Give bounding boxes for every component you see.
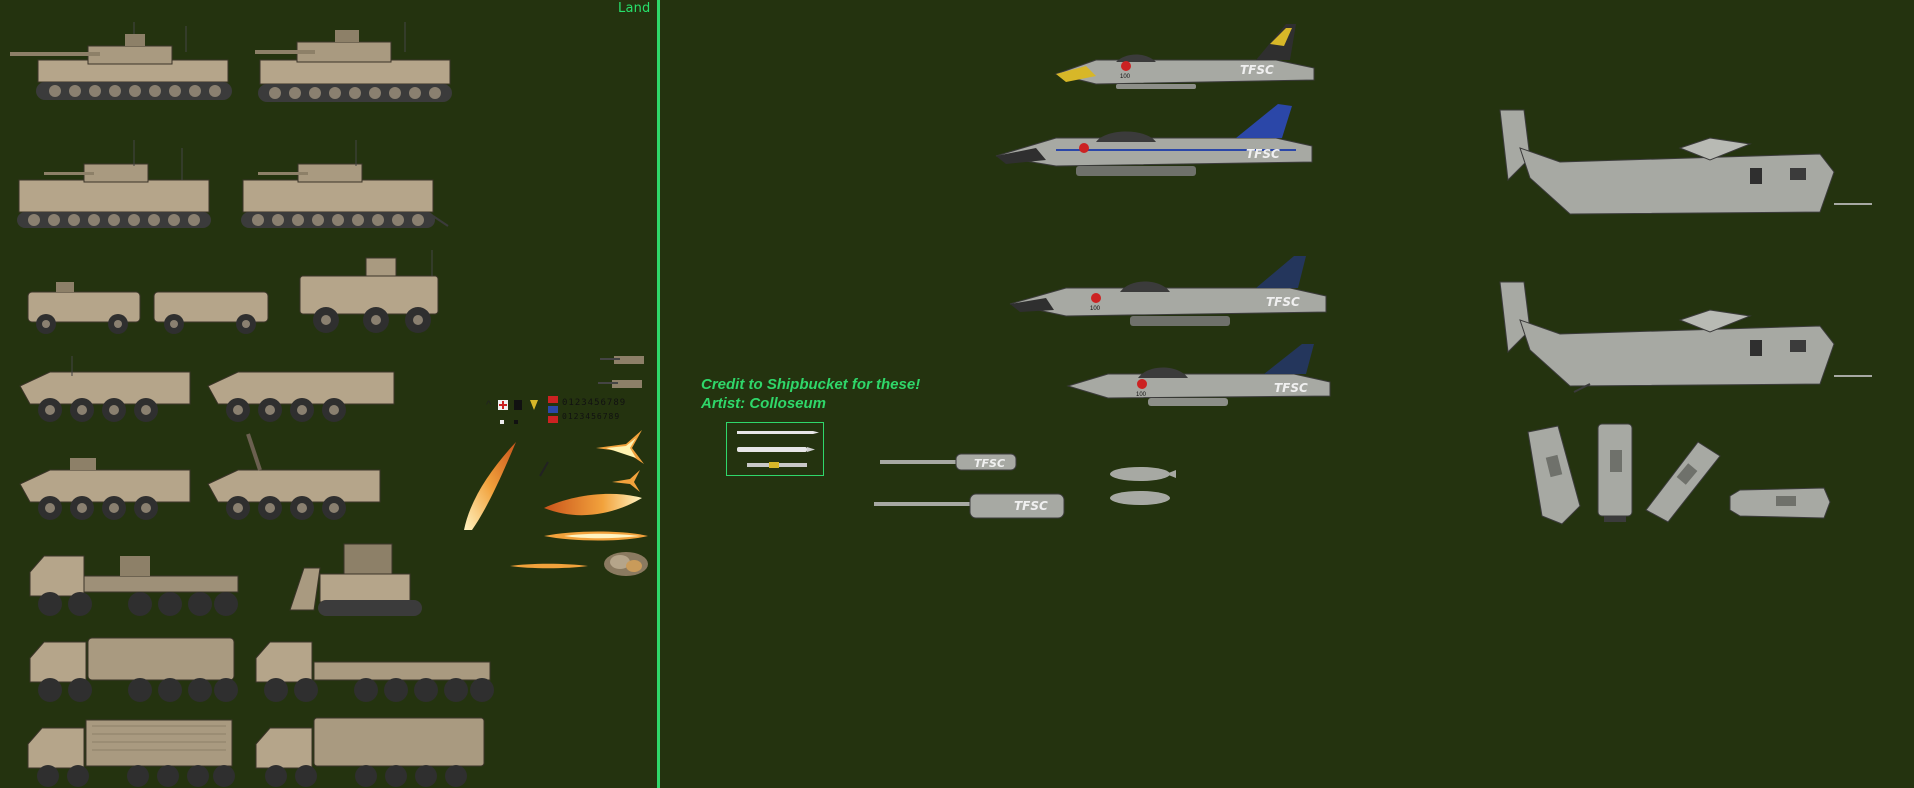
infantry-fighting-vehicle-2 — [241, 140, 449, 228]
muzzle-flash-long-1 — [544, 493, 642, 516]
section-divider — [657, 0, 660, 788]
engine-nacelle-2 — [1597, 423, 1633, 522]
credit-line-1: Credit to Shipbucket for these! — [701, 376, 921, 393]
squadron-code-label: TFSC — [1014, 499, 1048, 513]
digit-row-1: 0123456789 — [562, 398, 627, 408]
wheeled-mortar-carrier — [207, 433, 381, 520]
small-turret-2 — [598, 380, 642, 388]
air-to-air-missiles — [737, 431, 819, 468]
tiltrotor-aircraft-1 — [1499, 109, 1872, 215]
muzzle-flash-star-2 — [612, 470, 640, 492]
muzzle-flash-long-2 — [544, 531, 648, 541]
heavy-truck-flatbed — [29, 555, 239, 616]
tail-number-label: 100 — [1120, 74, 1131, 80]
digit-row-2: 0123456789 — [562, 412, 621, 421]
armored-bulldozer — [289, 543, 422, 616]
muzzle-flash-star-1 — [596, 430, 644, 464]
engine-nacelle-1 — [1527, 425, 1581, 525]
heavy-truck-tanker — [29, 637, 238, 702]
tail-number-label: 100 — [1136, 392, 1147, 398]
tail-number-label: 100 — [1090, 306, 1101, 312]
fighter-jet-navy-tail-2: 100 TFSC — [1066, 344, 1331, 406]
engine-nacelle-3 — [1645, 441, 1721, 523]
roundel-icons: ^ — [486, 396, 558, 424]
wheeled-apc-2 — [207, 371, 395, 422]
squadron-code-label: TFSC — [1266, 295, 1300, 309]
drop-tank-2 — [1110, 491, 1170, 505]
wheeled-apc-1 — [19, 356, 191, 422]
credit-note: Credit to Shipbucket for these! Artist: … — [701, 375, 961, 413]
credit-line-2: Artist: Colloseum — [701, 395, 827, 412]
muzzle-flash-diagonal — [464, 442, 516, 530]
missile-set-frame — [726, 422, 824, 476]
fighter-jet-navy-tail-1: 100 TFSC — [1009, 256, 1327, 326]
svg-text:^: ^ — [486, 399, 492, 411]
fighter-jet-yellow-tail: 100 TFSC — [1054, 24, 1315, 89]
fighter-jet-blue-tail: TFSC — [995, 104, 1313, 176]
tiltrotor-aircraft-2 — [1499, 281, 1872, 393]
mrap-vehicle — [299, 250, 439, 333]
squadron-code-label: TFSC — [1274, 381, 1308, 395]
section-label-land: Land — [618, 1, 651, 16]
wheeled-apc-3 — [19, 458, 191, 520]
squadron-code-label: TFSC — [974, 457, 1005, 470]
insignia-and-digits-group: ^ 0123456789 0123456789 — [486, 394, 646, 434]
external-fuel-pod-long: TFSC — [874, 493, 1065, 519]
heavy-truck-launcher — [255, 641, 494, 702]
humvee-2 — [153, 291, 269, 334]
infantry-fighting-vehicle-1 — [17, 140, 211, 228]
engine-nacelle-4 — [1729, 487, 1831, 519]
small-turret-1 — [600, 356, 644, 364]
humvee-1 — [27, 282, 141, 334]
tracer-round — [510, 563, 588, 569]
external-fuel-pod-short: TFSC — [880, 453, 1017, 471]
squadron-code-label: TFSC — [1240, 63, 1274, 77]
main-battle-tank-2 — [255, 22, 452, 102]
heavy-truck-cargo — [27, 719, 235, 787]
main-battle-tank-1 — [10, 22, 232, 100]
heavy-truck-box — [255, 717, 485, 787]
drop-tank-1 — [1110, 467, 1176, 481]
rifle-sprite — [539, 461, 549, 477]
squadron-code-label: TFSC — [1246, 147, 1280, 161]
smoke-puff — [604, 552, 648, 576]
